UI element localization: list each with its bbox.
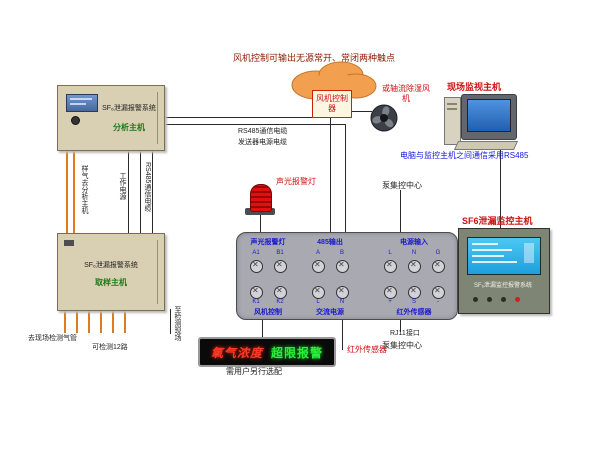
gas-tube [64, 309, 66, 333]
rj11-label: RJ11接口 [390, 330, 420, 337]
gas-tube [124, 309, 126, 333]
pump-center-bottom-label: 泵集控中心 [382, 341, 422, 350]
terminal [432, 260, 445, 273]
axial-fan-label: 或轴流除湿风机 [382, 84, 430, 103]
terminal [250, 286, 263, 299]
terminal [432, 286, 445, 299]
terminal-label: B [339, 250, 344, 256]
terminal-label: S [411, 299, 416, 305]
terminal-label: N [411, 250, 417, 256]
connector-line [128, 149, 129, 233]
terminal-panel [236, 232, 458, 320]
gas-tube [66, 149, 68, 233]
terminal [312, 260, 325, 273]
terminal [336, 286, 349, 299]
terminal-label: L [316, 299, 320, 305]
terminal-label: A [315, 250, 320, 256]
terminal [250, 260, 263, 273]
terminal-label: + [388, 299, 392, 305]
panel-group-label: 485输出 [317, 239, 343, 246]
gas-tube [73, 149, 75, 233]
fan-contact-note: 风机控制可输出无源常开、常闭两种触点 [233, 53, 396, 63]
terminal-label: K2 [276, 299, 284, 305]
terminal [274, 260, 287, 273]
connector-line [500, 149, 501, 228]
monitor-host-box: SF₆泄漏监控报警系统 [458, 228, 550, 314]
panel-group-label: 风机控制 [254, 309, 282, 316]
terminal [384, 286, 397, 299]
terminal [274, 286, 287, 299]
terminal [384, 260, 397, 273]
alarm-beacon-icon [250, 184, 272, 212]
work-power-label: 工作电源 [119, 172, 127, 200]
analysis-host-box: SF₆泄漏报警系统 分析主机 [57, 85, 165, 151]
terminal-label: B1 [276, 250, 284, 256]
connector-line [152, 149, 153, 233]
gas-tube [76, 309, 78, 333]
sample-gas-label: 样气去分析主机 [81, 165, 89, 214]
connector-line [400, 190, 401, 232]
gas-tube [112, 309, 114, 333]
gas-tube [100, 309, 102, 333]
optional-note: 需用户另行选配 [226, 367, 282, 376]
connector-line [352, 111, 372, 112]
sampling-host-box: SF₆泄漏报警系统 取样主机 [57, 233, 165, 311]
site-monitor-title: 现场监视主机 [447, 82, 502, 92]
analysis-host-button [71, 116, 80, 125]
connector-line [330, 117, 331, 232]
terminal [408, 260, 421, 273]
terminal-label: G [435, 250, 441, 256]
connector-line [170, 309, 171, 334]
to-site-line-label: 至检测现场 [174, 306, 182, 341]
connector-line [163, 124, 345, 125]
tube-channels-label: 可检测12路 [92, 344, 128, 351]
connector-line [345, 124, 346, 232]
terminal [408, 286, 421, 299]
computer-monitor [461, 94, 517, 140]
rs485-vertical-label: RS485通信电缆 [144, 162, 152, 212]
terminal-label: - [437, 299, 439, 305]
ir-sensor-label: 红外传感器 [347, 345, 387, 354]
terminal [336, 260, 349, 273]
terminal-label: L [388, 250, 392, 256]
monitor-host-screen [467, 237, 541, 275]
fan-icon [370, 104, 398, 132]
cable-rs485-label: RS485通信电缆 [238, 128, 288, 135]
connector-line [262, 318, 263, 337]
monitor-host-title: SF6泄漏监控主机 [462, 216, 533, 226]
terminal-label: N [339, 299, 345, 305]
analysis-host-lcd [66, 94, 98, 112]
connector-line [260, 214, 261, 232]
terminal [312, 286, 325, 299]
gas-tube [88, 309, 90, 333]
panel-group-label: 红外传感器 [396, 309, 432, 316]
monitor-host-panel-label: SF₆泄漏监控报警系统 [473, 283, 533, 289]
connector-line [400, 318, 401, 332]
beacon-label: 声光报警灯 [276, 177, 316, 186]
terminal-label: K1 [252, 299, 260, 305]
cable-transmitter-power-label: 发送器电源电缆 [238, 139, 287, 146]
computer-keyboard [453, 141, 519, 150]
computer-screen [467, 99, 511, 132]
fan-controller-label: 风机控制器 [316, 94, 348, 113]
panel-group-label: 声光报警灯 [250, 239, 286, 246]
led-green-text: 超限报警 [271, 345, 324, 360]
led-red-text: 氧气浓度 [210, 345, 263, 360]
fan-controller-box: 风机控制器 [312, 90, 352, 118]
terminal-label: A1 [252, 250, 260, 256]
led-display: 氧气浓度 超限报警 [198, 337, 336, 367]
analysis-host-name: 分析主机 [113, 123, 145, 132]
rs485-note: 电脑与监控主机之间通信采用RS485 [400, 151, 529, 160]
tube-to-site-label: 去现场检测气管 [28, 335, 77, 342]
sampling-host-name: 取样主机 [95, 278, 127, 287]
analysis-host-system: SF₆泄漏报警系统 [102, 105, 156, 112]
connector-line [140, 149, 141, 233]
connector-line [163, 117, 330, 118]
computer-tower [444, 97, 461, 145]
connector-line [342, 318, 343, 350]
sampling-host-system: SF₆泄漏报警系统 [84, 262, 138, 269]
panel-group-label: 电源输入 [400, 239, 428, 246]
pump-center-top-label: 泵集控中心 [382, 181, 422, 190]
panel-group-label: 交流电源 [316, 309, 344, 316]
